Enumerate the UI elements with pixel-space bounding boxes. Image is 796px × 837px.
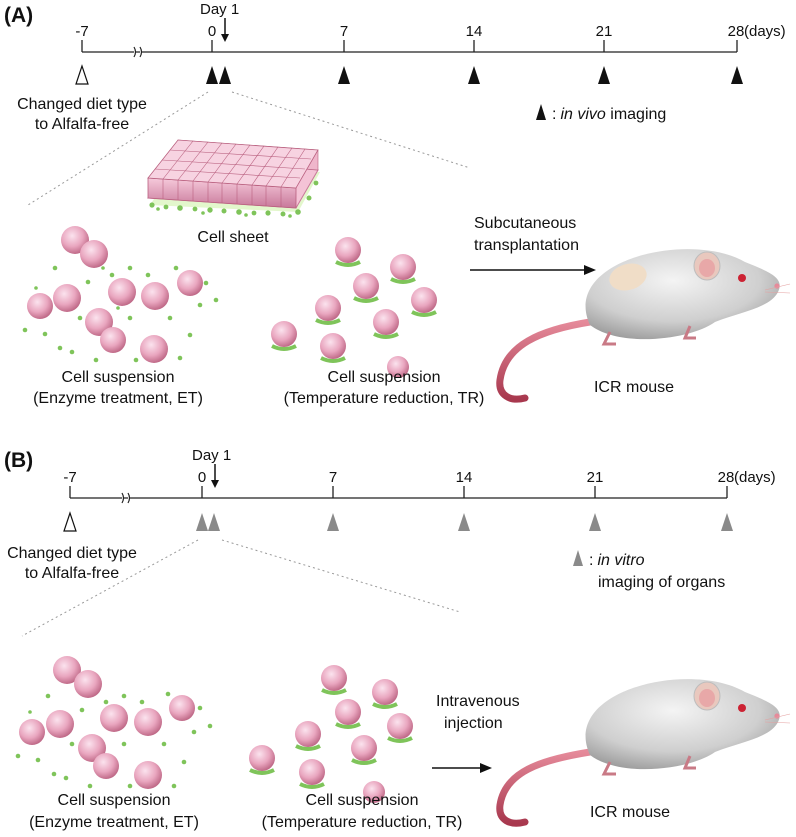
imaging-marker [598,66,610,84]
imaging-marker [589,513,601,531]
panel-a-unit-label: (days) [744,23,786,40]
panel-a-zoom-line-right [231,91,471,169]
imaging-marker [731,66,743,84]
cell-sheet-illustration [147,139,320,218]
panel-a-ticks [81,40,738,52]
panel-b-diet-note-line2: to Alfalfa-free [25,565,119,582]
panel-a-suspension-tr-line1: Cell suspension [328,369,441,386]
panel-b-label: (B) [4,449,33,472]
panel-b-suspension-tr-line2: (Temperature reduction, TR) [262,814,463,831]
panel-a-legend-text: :in vivo imaging [552,106,666,123]
cell-suspension-tr-illustration [271,237,437,378]
panel-a-route-line2: transplantation [474,237,579,254]
panel-a-imaging-markers [206,66,743,84]
panel-a-tick-label: 0 [208,23,216,40]
imaging-marker [721,513,733,531]
imaging-marker [327,513,339,531]
panel-b-unit-label: (days) [734,469,776,486]
panel-a-mouse-illustration [496,249,791,403]
panel-a-mouse-label: ICR mouse [594,379,674,396]
panel-b-tick-label: 14 [456,469,473,486]
cell-suspension-et-illustration [15,656,213,789]
panel-a-diet-note-line1: Changed diet type [17,96,147,113]
panel-a-day1-label: Day 1 [200,1,239,18]
imaging-marker [338,66,350,84]
panel-b-mouse-label: ICR mouse [590,804,670,821]
panel-a-route-line1: Subcutaneous [474,215,576,232]
imaging-marker [219,66,231,84]
panel-a-suspension-tr-line2: (Temperature reduction, TR) [284,390,485,407]
panel-a-route-arrow [470,265,596,275]
panel-b-tick-label: 0 [198,469,206,486]
panel-b: (B) -7 0 7 14 21 28 (days) Day 1 [4,447,791,831]
panel-b-mouse-illustration [496,679,791,827]
panel-a: (A) -7 0 7 14 21 28 (days) Day 1 [4,1,791,407]
panel-b-imaging-markers [196,513,733,531]
panel-a-diet-change-marker [75,64,89,85]
panel-a-zoom-line-left [27,91,209,206]
imaging-marker [458,513,470,531]
panel-b-tick-label: 21 [587,469,604,486]
panel-a-label: (A) [4,4,33,27]
imaging-marker [206,66,218,84]
panel-b-suspension-tr-line1: Cell suspension [306,792,419,809]
cell-suspension-et-illustration [22,226,219,363]
panel-b-day1-label: Day 1 [192,447,231,464]
panel-b-ticks [69,486,728,498]
panel-a-suspension-et-line1: Cell suspension [62,369,175,386]
panel-b-legend-text: :in vitro [589,552,645,569]
panel-b-tick-label: -7 [63,469,76,486]
cell-sheet-label: Cell sheet [197,229,269,246]
panel-a-tick-label: 28 [728,23,745,40]
panel-b-legend-marker [573,550,583,566]
cell-suspension-tr-illustration [249,665,413,803]
panel-a-diet-note-line2: to Alfalfa-free [35,116,129,133]
panel-a-tick-label: 7 [340,23,348,40]
panel-b-tick-label: 28 [718,469,735,486]
panel-b-route-arrow [432,763,492,773]
panel-b-diet-change-marker [63,511,77,532]
panel-b-axis-break [121,492,131,504]
panel-b-suspension-et-line2: (Enzyme treatment, ET) [29,814,199,831]
panel-a-tick-label: 21 [596,23,613,40]
panel-b-zoom-line-left [21,539,199,637]
imaging-marker [196,513,208,531]
panel-a-tick-label: -7 [75,23,88,40]
panel-b-route-line1: Intravenous [436,693,520,710]
panel-a-tick-label: 14 [466,23,483,40]
panel-b-diet-note-line1: Changed diet type [7,545,137,562]
imaging-marker [468,66,480,84]
imaging-marker [208,513,220,531]
panel-b-route-line2: injection [444,715,503,732]
panel-b-legend-line2: imaging of organs [598,574,725,591]
panel-b-zoom-line-right [221,539,461,613]
panel-a-axis-break [133,46,143,58]
panel-a-day1-arrow [221,18,229,42]
panel-a-legend-marker [536,104,546,120]
panel-a-suspension-et-line2: (Enzyme treatment, ET) [33,390,203,407]
panel-b-day1-arrow [211,464,219,488]
panel-b-suspension-et-line1: Cell suspension [58,792,171,809]
panel-b-tick-label: 7 [329,469,337,486]
